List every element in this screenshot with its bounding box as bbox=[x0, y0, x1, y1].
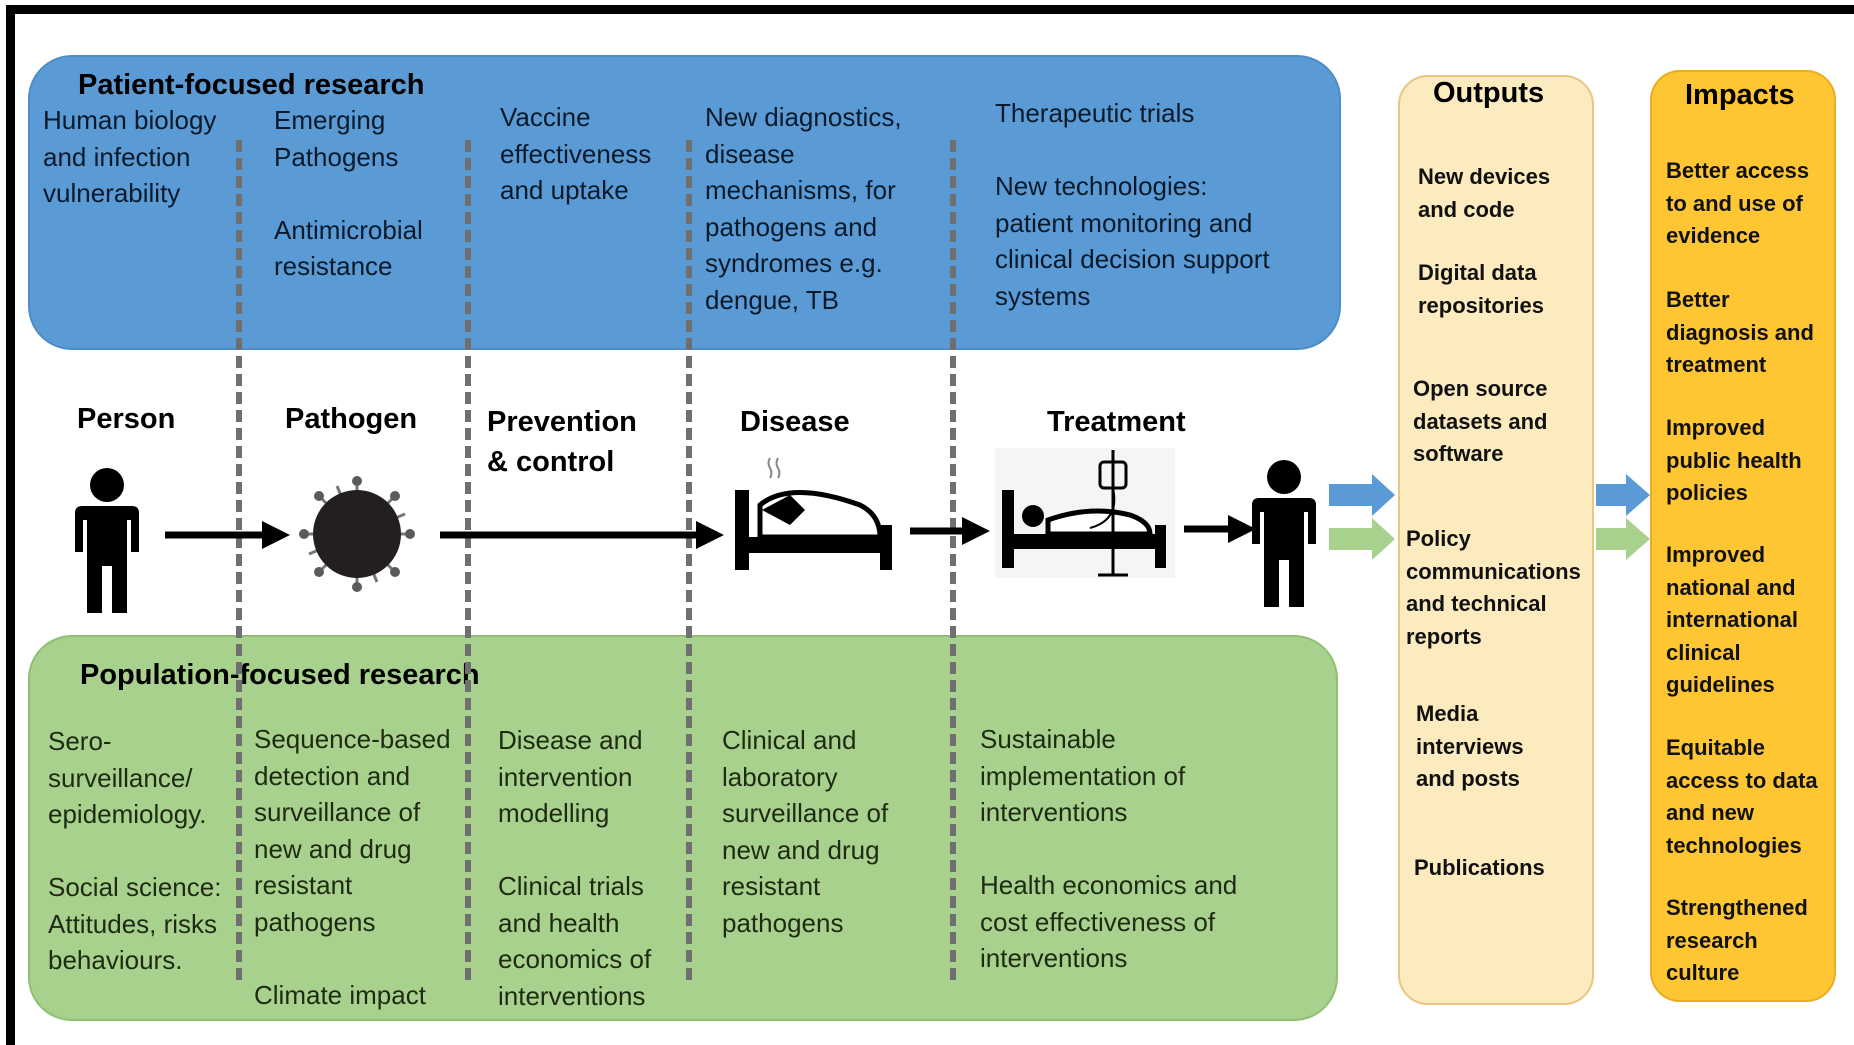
impacts-column: Impacts Better access to and use of evid… bbox=[1650, 70, 1836, 1002]
stage-divider-2 bbox=[465, 140, 471, 980]
population-cell-prevention: Disease and intervention modelling Clini… bbox=[498, 725, 652, 1011]
output-item: Publications bbox=[1414, 855, 1545, 880]
stage-treatment: Treatment bbox=[1047, 406, 1186, 438]
impact-item: Improved public health policies bbox=[1666, 415, 1802, 505]
population-cell-treatment: Sustainable implementation of interventi… bbox=[980, 724, 1238, 973]
stage-disease: Disease bbox=[740, 406, 850, 438]
impact-item: Improved national and international clin… bbox=[1666, 542, 1799, 697]
output-item: Media interviews and posts bbox=[1416, 701, 1524, 791]
population-cell-person: Sero- surveillance/ epidemiology. Social… bbox=[48, 726, 222, 975]
person-icon bbox=[75, 468, 139, 613]
impact-item: Equitable access to data and new technol… bbox=[1666, 735, 1818, 858]
arrow-person-to-pathogen bbox=[165, 521, 290, 549]
arrow-pathogen-to-disease bbox=[440, 521, 724, 549]
arrow-to-impacts-green bbox=[1596, 518, 1650, 560]
output-item: New devices and code bbox=[1418, 164, 1551, 222]
population-panel-title: Population-focused research bbox=[80, 659, 480, 691]
output-item: Open source datasets and software bbox=[1413, 376, 1548, 466]
population-focused-panel: Population-focused research Sero- survei… bbox=[28, 635, 1338, 1021]
patient-cell-treatment: Therapeutic trials New technologies: pat… bbox=[995, 98, 1270, 311]
patient-panel-title: Patient-focused research bbox=[78, 69, 425, 101]
patient-cell-disease: New diagnostics, disease mechanisms, for… bbox=[705, 102, 902, 315]
stage-person: Person bbox=[77, 403, 176, 435]
impact-item: Strengthened research culture bbox=[1666, 895, 1808, 985]
arrow-treatment-to-recovered bbox=[1184, 515, 1256, 543]
impact-item: Better access to and use of evidence bbox=[1666, 158, 1810, 248]
patient-cell-pathogen: Emerging Pathogens Antimicrobial resista… bbox=[274, 105, 423, 281]
patient-cell-prevention: Vaccine effectiveness and uptake bbox=[500, 102, 652, 205]
patient-focused-panel: Patient-focused research Human biology a… bbox=[28, 55, 1341, 350]
sick-bed-icon bbox=[735, 457, 892, 570]
patient-cell-person: Human biology and infection vulnerabilit… bbox=[43, 105, 217, 208]
output-item: Digital data repositories bbox=[1418, 260, 1544, 318]
outputs-title: Outputs bbox=[1433, 77, 1545, 109]
hospital-bed-icon bbox=[995, 448, 1175, 578]
output-item: Policy communications and technical repo… bbox=[1406, 526, 1581, 649]
virus-icon bbox=[299, 476, 415, 592]
diagram-frame bbox=[6, 5, 1854, 1045]
person-recovered-icon bbox=[1252, 460, 1316, 607]
arrow-disease-to-treatment bbox=[910, 517, 990, 545]
population-cell-disease: Clinical and laboratory surveillance of … bbox=[722, 725, 889, 938]
arrow-to-impacts-blue bbox=[1596, 474, 1650, 516]
arrow-to-outputs-green bbox=[1329, 518, 1395, 560]
impact-item: Better diagnosis and treatment bbox=[1666, 287, 1814, 377]
stage-divider-4 bbox=[950, 140, 956, 980]
outputs-column: Outputs New devices and code Digital dat… bbox=[1398, 75, 1594, 1005]
population-cell-pathogen: Sequence-based detection and surveillanc… bbox=[254, 724, 451, 1010]
arrow-to-outputs-blue bbox=[1329, 474, 1395, 516]
stage-divider-3 bbox=[686, 140, 692, 980]
stage-prevention-control: Prevention & control bbox=[487, 406, 637, 478]
impacts-title: Impacts bbox=[1685, 79, 1795, 111]
stage-divider-1 bbox=[236, 140, 242, 980]
stage-pathogen: Pathogen bbox=[285, 403, 418, 435]
